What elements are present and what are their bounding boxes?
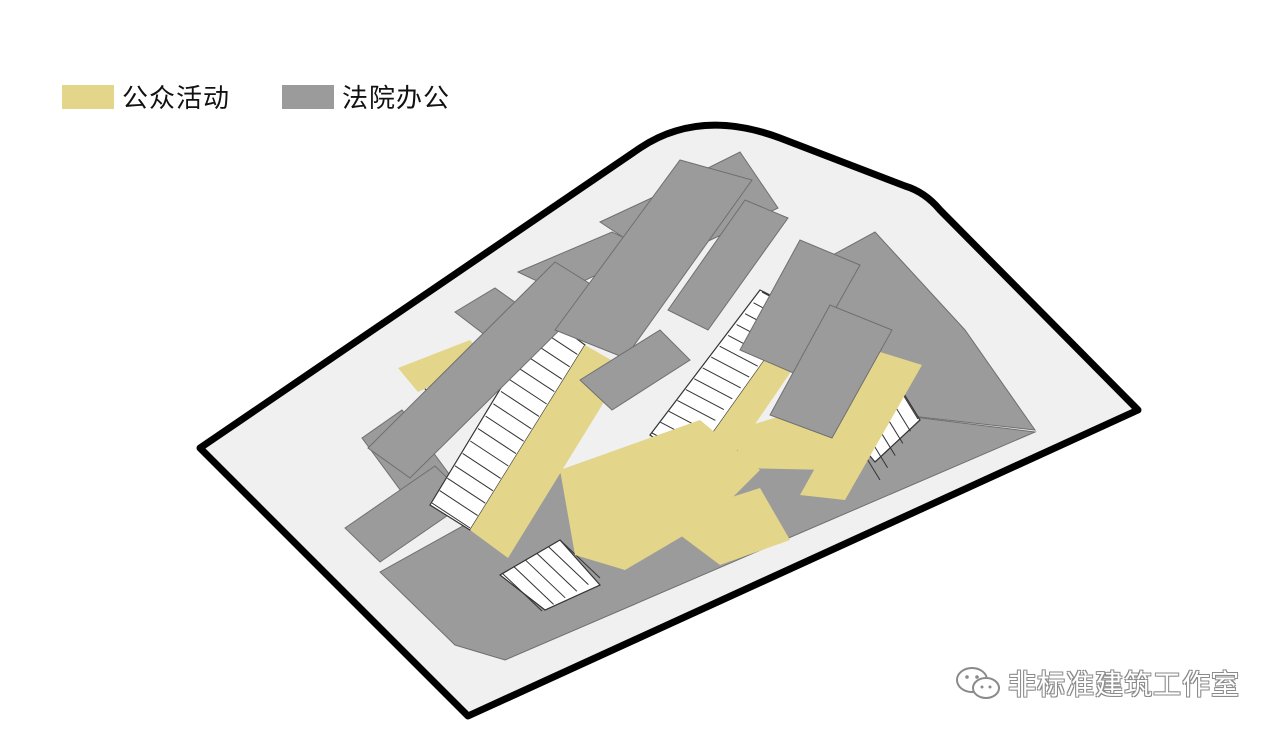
watermark: 非标准建筑工作室 [954, 663, 1240, 703]
watermark-text: 非标准建筑工作室 [1008, 663, 1240, 703]
wechat-icon [954, 663, 1004, 703]
